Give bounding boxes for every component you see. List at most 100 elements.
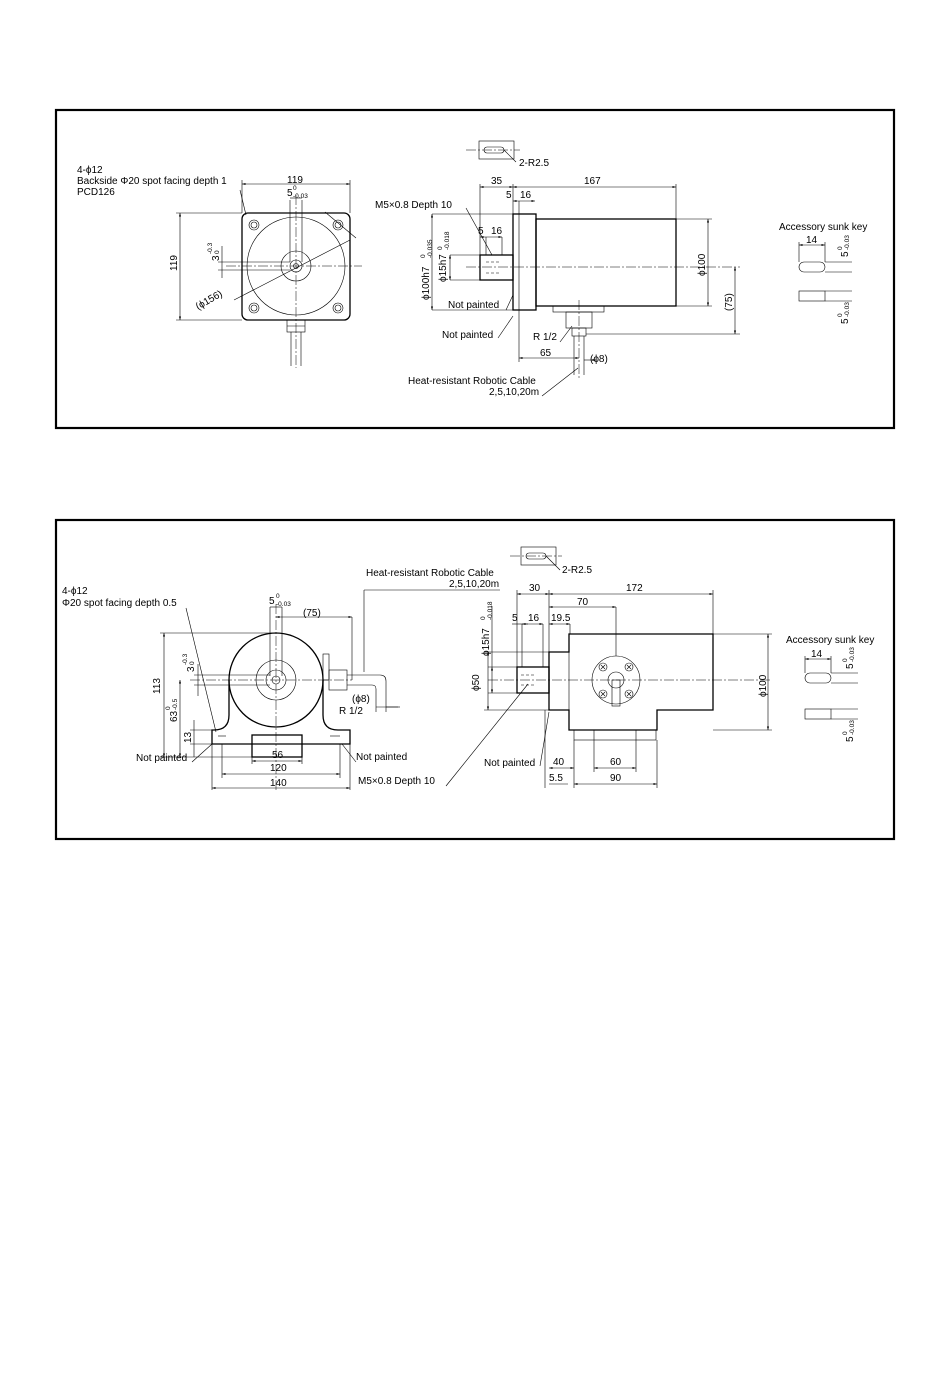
- dim-5: 5: [512, 613, 518, 624]
- key-width-lower: -0.03: [844, 235, 851, 250]
- key-width-upper: 0: [842, 658, 849, 662]
- dim-key-tol-lower: -0.03: [293, 193, 308, 200]
- dim-phi15h7-tol-lower: -0.018: [487, 601, 494, 620]
- key-height-lower: -0.03: [849, 720, 856, 735]
- dim-phi100: ϕ100: [697, 253, 708, 276]
- label-not-painted-2: Not painted: [442, 330, 493, 341]
- label-cable-lengths: 2,5,10,20m: [449, 579, 499, 590]
- label-not-painted-mid: Not painted: [356, 752, 407, 763]
- dim-13: 13: [183, 731, 194, 743]
- dim-16: 16: [528, 613, 540, 624]
- dim-30: 30: [529, 583, 541, 594]
- dim-120: 120: [270, 763, 287, 774]
- dim-phi8: (ϕ8): [590, 354, 608, 365]
- dim-phi100h7-tol-upper: 0: [420, 254, 427, 258]
- dim-16: 16: [520, 190, 532, 201]
- dim-40: 40: [553, 757, 565, 768]
- pcd-label: PCD126: [77, 187, 115, 198]
- dim-phi15h7-tol-upper: 0: [437, 246, 444, 250]
- motor-side-view-2: [445, 546, 772, 788]
- dim-key-tol-upper: 0: [276, 593, 280, 600]
- dim-phi100: ϕ100: [758, 674, 769, 697]
- dim-phi50: ϕ50: [471, 674, 482, 691]
- dim-65: 65: [540, 348, 552, 359]
- drawing-2: 4-ϕ12 Φ20 spot facing depth 0.5 5 0 -0.0…: [54, 518, 896, 841]
- dim-offset-upper: -0.3: [207, 242, 214, 254]
- dim-167: 167: [584, 176, 601, 187]
- label-not-painted-left: Not painted: [136, 753, 187, 764]
- key-length: 14: [811, 649, 823, 660]
- dim-width-119: 119: [287, 175, 303, 186]
- label-r25: 2-R2.5: [562, 565, 592, 576]
- label-m5: M5×0.8 Depth 10: [358, 776, 435, 787]
- dim-dia-156: (ϕ156): [194, 289, 225, 313]
- dim-63-upper: 0: [165, 706, 172, 710]
- dim-172: 172: [626, 583, 643, 594]
- dim-phi100h7: ϕ100h7: [421, 266, 432, 300]
- dim-key-tol-upper: 0: [293, 185, 297, 192]
- dim-19-5: 19.5: [551, 613, 571, 624]
- key-width: 5: [845, 663, 856, 669]
- holes-label: 4-ϕ12: [77, 165, 103, 176]
- dim-phi15h7: ϕ15h7: [438, 254, 449, 282]
- dim-90: 90: [610, 773, 622, 784]
- sunk-key-detail-2: [804, 656, 858, 720]
- key-width-upper: 0: [837, 246, 844, 250]
- dim-key-tol: 5: [287, 188, 293, 199]
- dim-35: 35: [491, 176, 503, 187]
- label-r25: 2-R2.5: [519, 158, 549, 169]
- key-height-lower: -0.03: [844, 302, 851, 317]
- dim-75: (75): [303, 608, 321, 619]
- label-cable: Heat-resistant Robotic Cable: [408, 376, 536, 387]
- dim-offset-lower: 0: [214, 250, 221, 254]
- drawing-2-frame: [54, 518, 896, 841]
- dim-5-5: 5.5: [549, 773, 563, 784]
- dim-63: 63: [169, 710, 180, 722]
- flange-front-view: [176, 180, 362, 368]
- key-width: 5: [840, 251, 851, 257]
- dim-phi15h7: ϕ15h7: [481, 628, 492, 656]
- key-height: 5: [840, 318, 851, 324]
- key-length: 14: [806, 235, 818, 246]
- dim-offset-upper: -0.3: [182, 653, 189, 665]
- dim-key-tol-lower: -0.03: [276, 601, 291, 608]
- dim-5: 5: [506, 190, 512, 201]
- dim-offset-3: 3: [211, 255, 222, 261]
- dim-phi15h7-tol-upper: 0: [480, 616, 487, 620]
- label-cable-lengths: 2,5,10,20m: [489, 387, 539, 398]
- dim-height-119: 119: [169, 255, 180, 271]
- dim-key-tol: 5: [269, 596, 275, 607]
- label-not-painted-1: Not painted: [448, 300, 499, 311]
- dim-63-lower: -0.5: [172, 698, 179, 710]
- label-not-painted-right: Not painted: [484, 758, 535, 769]
- label-r12: R 1/2: [339, 706, 363, 717]
- dim-offset-lower: 0: [189, 661, 196, 665]
- label-cable: Heat-resistant Robotic Cable: [366, 568, 494, 579]
- foot-front-view: [160, 589, 500, 790]
- label-r12: R 1/2: [533, 332, 557, 343]
- dim-60: 60: [610, 757, 622, 768]
- spot-facing-label: Backside Φ20 spot facing depth 1: [77, 176, 227, 187]
- key-title: Accessory sunk key: [786, 635, 874, 646]
- key-title: Accessory sunk key: [779, 222, 867, 233]
- dim-140: 140: [270, 778, 287, 789]
- dim-56: 56: [272, 750, 284, 761]
- dim-70: 70: [577, 597, 589, 608]
- dim-113: 113: [152, 678, 163, 694]
- key-width-lower: -0.03: [849, 647, 856, 662]
- dim-phi100h7-tol-lower: -0.035: [427, 239, 434, 258]
- spot-facing-label: Φ20 spot facing depth 0.5: [62, 598, 177, 609]
- dim-75: (75): [724, 293, 735, 311]
- key-height-upper: 0: [837, 313, 844, 317]
- holes-label: 4-ϕ12: [62, 586, 88, 597]
- dim-phi8: (ϕ8): [352, 694, 370, 705]
- dim-phi15h7-tol-lower: -0.018: [444, 231, 451, 250]
- motor-side-view: [430, 140, 740, 397]
- sunk-key-detail: [798, 242, 852, 302]
- key-height-upper: 0: [842, 731, 849, 735]
- dim-inner-5: 5: [478, 226, 484, 237]
- label-m5: M5×0.8 Depth 10: [375, 200, 452, 211]
- dim-offset-3: 3: [186, 666, 197, 672]
- drawing-1-frame: [54, 108, 896, 430]
